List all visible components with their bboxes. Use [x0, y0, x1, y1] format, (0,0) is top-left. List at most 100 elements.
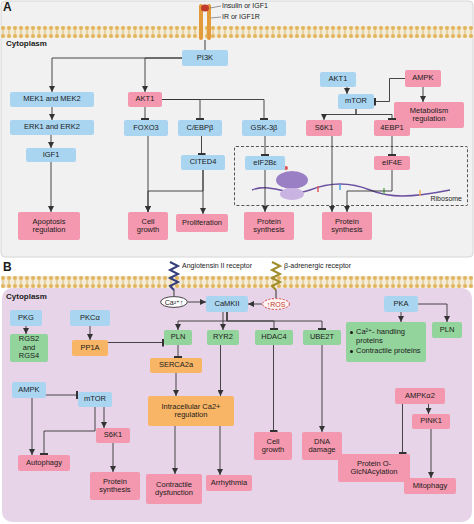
bullet-row: Ca²⁺- handling proteins [350, 328, 422, 345]
node-text: eIF2Bε [253, 159, 276, 167]
outcome-box: eIF4E [374, 156, 410, 170]
signal-arrow [51, 162, 52, 212]
outcome-box: AMPK [405, 70, 441, 87]
node-text: MEK1 and MEK2 [23, 95, 81, 103]
panel-letter: A [3, 1, 12, 14]
receptor-label: IR or IGF1R [222, 13, 260, 21]
codon-mark [339, 184, 341, 190]
node-text: Protein synthesis [92, 478, 138, 495]
inhibition-line [356, 109, 392, 120]
inhibition-line [227, 312, 274, 330]
protein-box: FOXO3 [124, 120, 168, 136]
signal-arrow [148, 170, 203, 212]
outcome-box: Autophagy [18, 455, 70, 471]
ligand-label: Insulin or IGF1 [222, 2, 268, 10]
node-text: S6K1 [315, 124, 333, 132]
effector-box: Intracellular Ca2+ regulation [148, 396, 234, 426]
signal-arrow [203, 170, 204, 214]
node-text: PKA [393, 300, 408, 308]
node-text: AKT1 [136, 95, 155, 103]
node-text: Autophagy [26, 459, 62, 467]
receptor-symbol [272, 262, 280, 290]
signal-arrow [148, 136, 149, 212]
inhibition-line [265, 136, 266, 156]
protein-box: PKG [10, 310, 42, 326]
outcome-box: S6K1 [306, 120, 342, 136]
protein-list-box: Ca²⁺- handling proteinsContractile prote… [346, 322, 426, 362]
cell-membrane [1, 276, 473, 288]
protein-box: eIF2Bε [245, 156, 285, 170]
signal-arrow [178, 312, 227, 330]
signal-arrow [52, 107, 53, 120]
ribosome-small-subunit [280, 188, 304, 200]
node-text: UBE2T [310, 333, 334, 341]
protein-box: CITED4 [181, 155, 225, 170]
node-text: Intracellular Ca2+ regulation [150, 403, 232, 420]
outcome-box: Mitophagy [404, 478, 456, 494]
target-box: PLN [432, 322, 462, 338]
protein-box: PKA [384, 296, 418, 312]
node-text: Contractile dysfunction [148, 481, 200, 498]
node-text: Mitophagy [413, 482, 448, 490]
protein-box: AMPK [12, 382, 46, 398]
ros-ellipse: ↑ROS [262, 298, 290, 310]
node-text: Apoptosis regulation [20, 218, 78, 235]
protein-box: C/EBPβ [178, 120, 222, 136]
node-text: Cell growth [256, 438, 290, 455]
node-text: AMPKα2 [405, 392, 435, 400]
protein-box: PI3K [182, 50, 228, 66]
protein-box: CaMKII [206, 296, 248, 312]
ellipse-shape [161, 297, 188, 308]
compartment-label: Cytoplasm [6, 293, 47, 302]
node-text: FOXO3 [133, 124, 158, 132]
inhibition-line [392, 136, 393, 156]
inhibition-line [402, 404, 403, 454]
signal-arrow [32, 398, 33, 455]
protein-box: IGF1 [26, 148, 76, 162]
signal-arrow [104, 407, 105, 428]
signal-arrow [52, 58, 182, 92]
node-text: Cell growth [130, 218, 166, 235]
protein-box: AKT1 [320, 72, 356, 87]
node-text: PLN [171, 333, 186, 341]
outcome-box: Proliferation [176, 214, 228, 232]
node-text: mTOR [345, 97, 367, 105]
signal-arrow [175, 426, 176, 474]
signal-line [174, 290, 175, 296]
outcome-box: Arrhythmia [206, 475, 252, 491]
inhibition-line [108, 342, 164, 343]
node-text: Metabolism regulation [396, 107, 462, 124]
signal-arrow [332, 136, 333, 212]
signal-arrow [431, 429, 432, 478]
signal-line [205, 40, 206, 50]
node-text: Protein synthesis [246, 218, 292, 235]
outcome-box: Cell growth [128, 212, 168, 240]
protein-box: PKCα [70, 310, 110, 326]
target-box: PLN [164, 330, 192, 345]
node-text: CITED4 [190, 158, 217, 166]
receptor-label: β-adrenergic receptor [284, 262, 351, 270]
effector-box: SERCA2a [150, 358, 202, 373]
outcome-box: Apoptosis regulation [18, 212, 80, 240]
signal-arrow [90, 326, 91, 340]
signal-arrow [223, 312, 224, 330]
protein-box: ERK1 and ERK2 [10, 120, 94, 135]
signal-arrow [248, 304, 262, 305]
receptor-label: Angiotensin II receptor [182, 262, 252, 270]
panel-background [1, 1, 473, 257]
node-text: PKCα [80, 314, 100, 322]
target-box: RGS2 and RGS4 [10, 334, 48, 362]
target-box: RYR2 [207, 330, 239, 345]
protein-box: mTOR [338, 94, 374, 109]
node-text: Ca²⁺- handling proteins [356, 328, 422, 345]
node-text: IGF1 [43, 151, 60, 159]
codon-mark [419, 190, 421, 196]
node-text: AKT1 [329, 75, 348, 83]
node-text: RYR2 [213, 333, 233, 341]
node-text: SERCA2a [159, 361, 193, 369]
node-text: ↑ROS [267, 301, 286, 308]
node-text: Contractile proteins [356, 347, 421, 355]
signal-arrow [51, 135, 52, 148]
node-text: DNA damage [304, 438, 340, 455]
